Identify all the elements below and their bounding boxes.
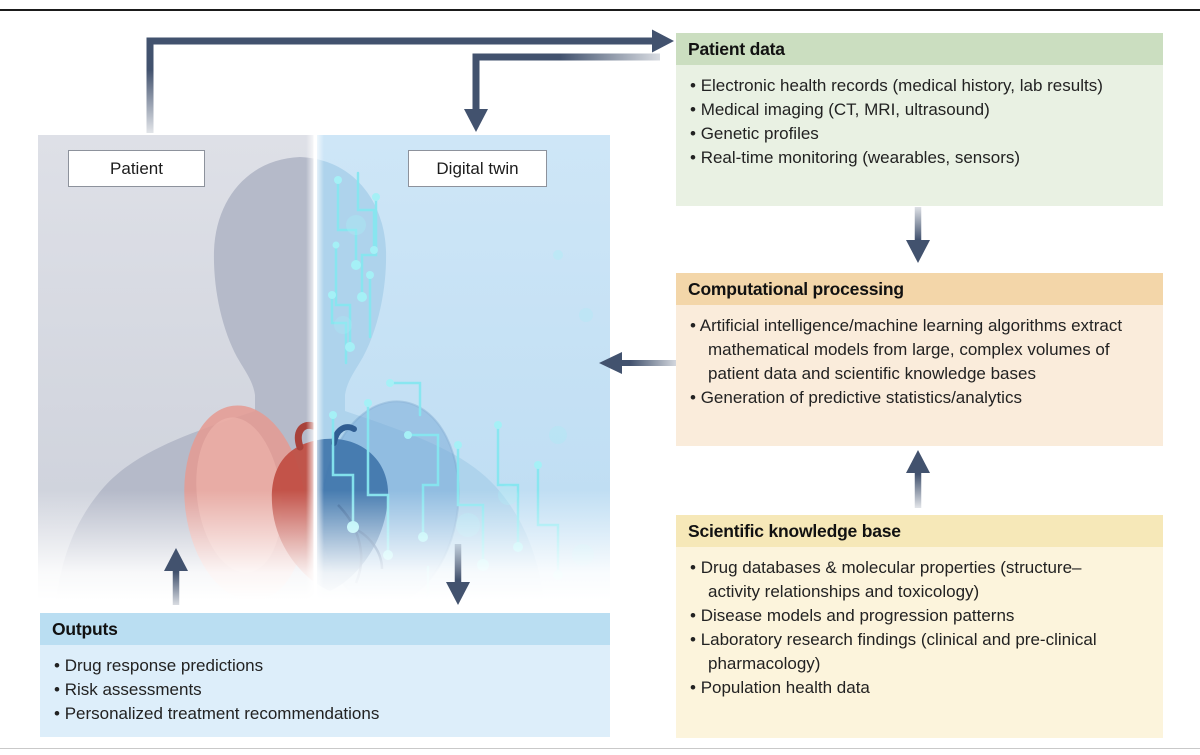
scientific-knowledge-base-box: Scientific knowledge base Drug databases… (676, 515, 1163, 738)
bottom-fade (38, 490, 610, 600)
scientific-knowledge-base-header: Scientific knowledge base (676, 515, 1163, 547)
arrow-computational-to-digital-twin (599, 352, 678, 374)
scientific-knowledge-base-body: Drug databases & molecular properties (s… (676, 547, 1163, 738)
patient-data-box: Patient data Electronic health records (… (676, 33, 1163, 206)
bullet-item: Electronic health records (medical histo… (690, 74, 1133, 98)
outputs-title: Outputs (52, 619, 118, 639)
computational-processing-body: Artificial intelligence/machine learning… (676, 305, 1163, 446)
split-line (313, 135, 317, 600)
bullet-item: Generation of predictive statistics/anal… (690, 386, 1133, 410)
top-divider-line (0, 9, 1200, 11)
patient-data-list: Electronic health records (medical histo… (690, 74, 1133, 170)
bullet-item: Drug response predictions (54, 654, 596, 678)
patient-data-title: Patient data (688, 39, 785, 59)
arrow-patient-data-to-digital-twin (464, 53, 660, 132)
bullet-item: Personalized treatment recommendations (54, 702, 596, 726)
patient-data-body: Electronic health records (medical histo… (676, 65, 1163, 206)
bullet-item: Disease models and progression patterns (690, 604, 1133, 628)
bullet-item: Genetic profiles (690, 122, 1133, 146)
bottom-divider-line (0, 748, 1200, 749)
outputs-list: Drug response predictions Risk assessmen… (54, 654, 596, 726)
computational-processing-title: Computational processing (688, 279, 904, 299)
bullet-item: Drug databases & molecular properties (s… (690, 556, 1133, 604)
bullet-item: Population health data (690, 676, 1133, 700)
scientific-knowledge-base-title: Scientific knowledge base (688, 521, 901, 541)
arrow-patient-to-patient-data (146, 29, 674, 133)
outputs-body: Drug response predictions Risk assessmen… (40, 645, 610, 737)
bullet-item: Laboratory research findings (clinical a… (690, 628, 1133, 676)
patient-data-header: Patient data (676, 33, 1163, 65)
bullet-item: Risk assessments (54, 678, 596, 702)
computational-processing-header: Computational processing (676, 273, 1163, 305)
computational-processing-box: Computational processing Artificial inte… (676, 273, 1163, 446)
digital-twin-label: Digital twin (408, 150, 547, 187)
patient-label: Patient (68, 150, 205, 187)
bullet-item: Medical imaging (CT, MRI, ultrasound) (690, 98, 1133, 122)
bullet-item: Artificial intelligence/machine learning… (690, 314, 1133, 386)
patient-digital-twin-illustration (38, 135, 610, 600)
scientific-knowledge-base-list: Drug databases & molecular properties (s… (690, 556, 1133, 700)
arrow-patient-data-to-computational (906, 207, 930, 263)
arrow-knowledge-to-computational (906, 450, 930, 508)
outputs-box: Outputs Drug response predictions Risk a… (40, 613, 610, 737)
bullet-item: Real-time monitoring (wearables, sensors… (690, 146, 1133, 170)
computational-processing-list: Artificial intelligence/machine learning… (690, 314, 1133, 410)
outputs-header: Outputs (40, 613, 610, 645)
